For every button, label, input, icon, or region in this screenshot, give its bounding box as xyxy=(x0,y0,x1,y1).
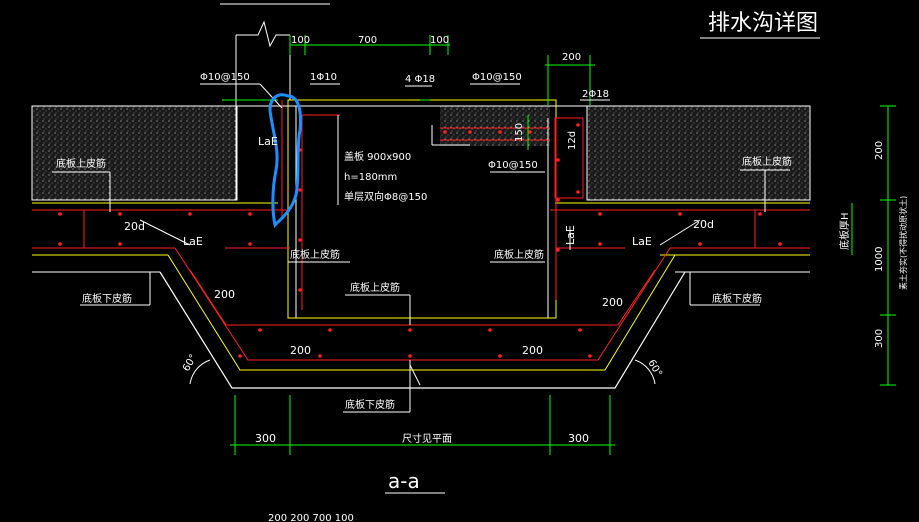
d20-right: 20d xyxy=(693,218,714,231)
soil-right xyxy=(586,105,811,201)
bot-top-mid-r: 底板上皮筋 xyxy=(494,248,544,261)
slab-thickness: 底板厚H xyxy=(838,212,851,250)
rebar-r5: 2Φ18 xyxy=(582,89,609,100)
section-label: a-a xyxy=(388,469,420,493)
angle-left: 60° xyxy=(181,353,199,374)
plan-size: 尺寸见平面 xyxy=(402,432,452,445)
bot-top-left: 底板上皮筋 xyxy=(56,157,106,170)
leader-lines xyxy=(52,83,790,413)
cover-line-2: h=180mm xyxy=(344,172,397,183)
dim-200-l1: 200 xyxy=(214,288,235,301)
dim-300-left: 300 xyxy=(255,432,276,445)
bot-top-center: 底板上皮筋 xyxy=(350,281,400,294)
soil-left xyxy=(31,105,238,201)
rebar-r1: Φ10@150 xyxy=(200,72,250,83)
bot-top-right: 底板上皮筋 xyxy=(742,155,792,168)
bottom-partial-dims: 200 200 700 100 xyxy=(268,513,354,522)
dim-100-b: 100 xyxy=(430,35,449,46)
dim-150: 150 xyxy=(514,123,525,142)
dim-1000: 1000 xyxy=(874,247,885,272)
dim-700: 700 xyxy=(358,35,377,46)
bot-bottom-center: 底板下皮筋 xyxy=(345,398,395,411)
cover-line-3: 单层双向Φ8@150 xyxy=(344,190,427,203)
soil-mid xyxy=(440,106,550,146)
rebar-lines xyxy=(32,100,810,361)
lae-right: LaE xyxy=(564,225,577,245)
dim-100-a: 100 xyxy=(291,35,310,46)
dim-200-l2: 200 xyxy=(290,344,311,357)
rebar-r2: 1Φ10 xyxy=(310,72,337,83)
rebar-r3: 4 Φ18 xyxy=(405,74,435,85)
right-vertical-note: 素土夯实(不得扰动原状土) xyxy=(898,196,908,290)
lae-left: LaE xyxy=(258,135,278,148)
dim-200-top: 200 xyxy=(562,52,581,63)
dim-200-right: 200 xyxy=(874,141,885,160)
dim-300-right: 300 xyxy=(568,432,589,445)
drawing-title: 排水沟详图 xyxy=(708,11,818,36)
d20-left: 20d xyxy=(124,220,145,233)
cover-line-1: 盖板 900x900 xyxy=(344,150,411,163)
trench-outline-inner xyxy=(167,254,676,371)
d12-label: 12d xyxy=(567,131,578,150)
dimension-lines xyxy=(222,35,896,455)
bot-top-mid: 底板上皮筋 xyxy=(290,248,340,261)
rebar-dots xyxy=(58,123,782,358)
bot-bottom-left: 底板下皮筋 xyxy=(82,292,132,305)
lae-mid-right: LaE xyxy=(632,235,652,248)
dim-300-rv: 300 xyxy=(874,329,885,348)
dim-200-r1: 200 xyxy=(602,296,623,309)
lae-mid-left: LaE xyxy=(183,235,203,248)
rebar-r4: Φ10@150 xyxy=(472,72,522,83)
rebar-r6: Φ10@150 xyxy=(488,160,538,171)
blue-markup-stroke xyxy=(268,93,302,229)
trench-outline-outer xyxy=(159,271,686,389)
dim-200-r2: 200 xyxy=(522,344,543,357)
bot-bottom-right: 底板下皮筋 xyxy=(712,292,762,305)
